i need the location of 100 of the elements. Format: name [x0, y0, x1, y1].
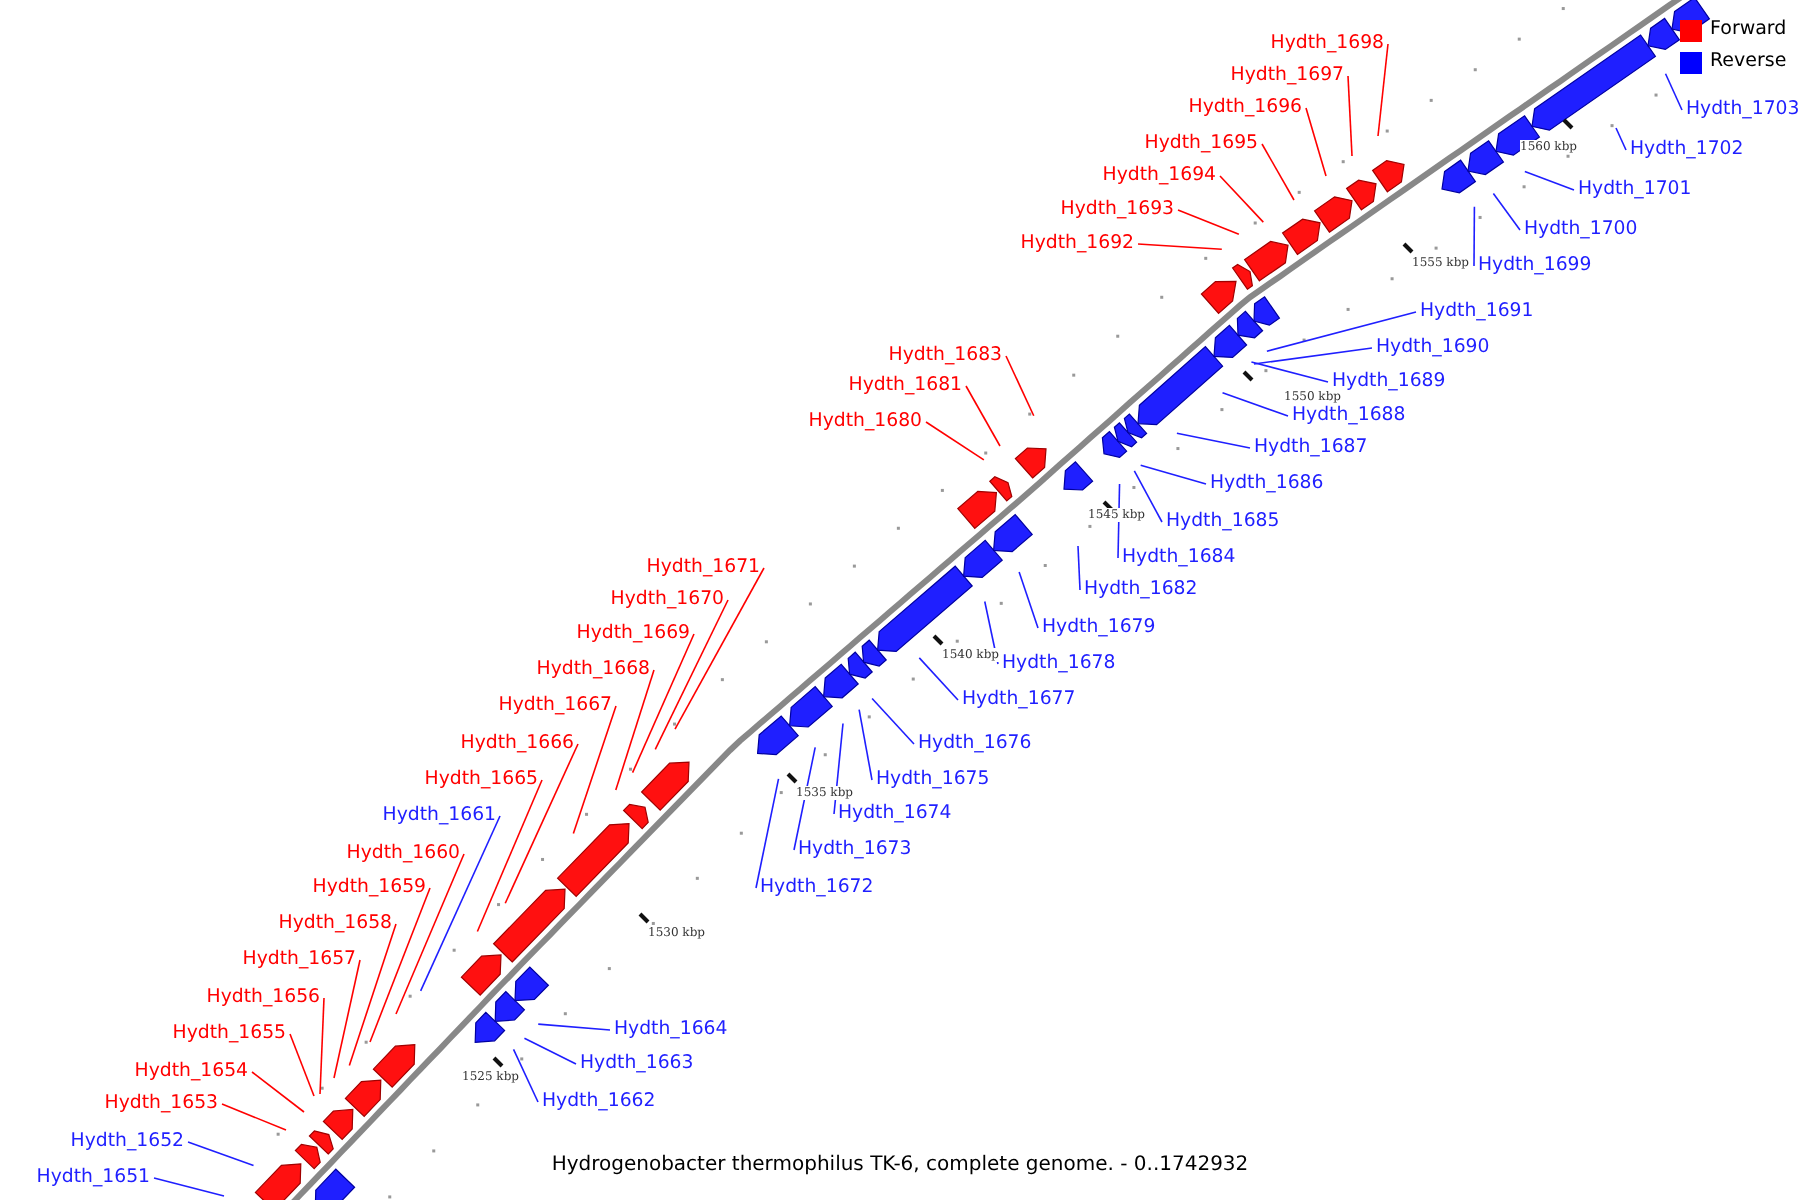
gene-label: Hydth_1671 [646, 556, 760, 580]
leader-line [289, 1033, 315, 1097]
leader-line [1615, 127, 1627, 151]
leader-line [523, 1037, 577, 1065]
leader-line [153, 1177, 225, 1197]
leader-line [674, 567, 765, 730]
leader-line [1177, 209, 1240, 235]
gene-label: Hydth_1693 [1060, 198, 1174, 222]
gene-label: Hydth_1686 [1210, 472, 1324, 496]
gene-label: Hydth_1688 [1292, 404, 1406, 428]
gene-label: Hydth_1694 [1102, 164, 1216, 188]
gene-label: Hydth_1691 [1420, 300, 1534, 324]
gene-label: Hydth_1657 [242, 948, 356, 972]
gene-label: Hydth_1667 [498, 694, 612, 718]
gene-label: Hydth_1679 [1042, 616, 1156, 640]
gene-label: Hydth_1703 [1686, 98, 1800, 122]
gene-label: Hydth_1656 [206, 986, 320, 1010]
gene-label: Hydth_1700 [1524, 218, 1638, 242]
leader-line [918, 657, 959, 701]
caption: Hydrogenobacter thermophilus TK-6, complete genome. - 0..1742932 [549, 1154, 1251, 1176]
leader-line [654, 599, 729, 751]
gene-label: Hydth_1653 [104, 1092, 218, 1116]
leader-line [1253, 347, 1373, 365]
leader-line [1139, 464, 1207, 485]
gene-label: Hydth_1684 [1122, 546, 1236, 570]
leader-line [1261, 143, 1295, 201]
leader-line [925, 421, 985, 461]
leader-line [1133, 470, 1163, 523]
leader-line [1664, 72, 1683, 111]
gene-label: Hydth_1692 [1020, 232, 1134, 256]
gene-label: Hydth_1652 [70, 1130, 184, 1154]
gene-label: Hydth_1654 [134, 1060, 248, 1084]
leader-line [1377, 43, 1389, 137]
leader-line [319, 997, 325, 1095]
gene-label: Hydth_1668 [536, 658, 650, 682]
leader-line [348, 923, 397, 1067]
gene-label: Hydth_1689 [1332, 370, 1446, 394]
leader-line [504, 743, 579, 905]
leader-line [858, 708, 873, 781]
gene-label: Hydth_1690 [1376, 336, 1490, 360]
gene-label: Hydth_1662 [542, 1090, 656, 1114]
gene-label: Hydth_1666 [460, 732, 574, 756]
gene-label: Hydth_1674 [838, 802, 952, 826]
leader-line [1266, 311, 1417, 353]
leader-line [1005, 355, 1035, 417]
leader-line [395, 853, 465, 1015]
gene-label: Hydth_1697 [1230, 64, 1344, 88]
leader-line [615, 669, 655, 791]
gene-label: Hydth_1665 [424, 768, 538, 792]
gene-label: Hydth_1683 [888, 344, 1002, 368]
gene-label: Hydth_1699 [1478, 254, 1592, 278]
leader-line [1077, 545, 1081, 591]
leader-line [1219, 175, 1265, 223]
gene-label: Hydth_1677 [962, 688, 1076, 712]
gene-label: Hydth_1676 [918, 732, 1032, 756]
leader-line [512, 1048, 539, 1103]
gene-label: Hydth_1669 [576, 622, 690, 646]
leader-line [369, 887, 431, 1043]
leader-line [965, 385, 1001, 447]
leader-line [871, 697, 915, 745]
gene-label: Hydth_1695 [1144, 132, 1258, 156]
leader-line [572, 705, 617, 835]
legend-label: Reverse [1710, 50, 1787, 74]
leader-line [333, 959, 361, 1079]
gene-label: Hydth_1659 [312, 876, 426, 900]
gene-label: Hydth_1672 [760, 876, 874, 900]
gene-label: Hydth_1696 [1188, 96, 1302, 120]
gene-label: Hydth_1670 [610, 588, 724, 612]
gene-label: Hydth_1651 [36, 1166, 150, 1190]
leader-line [1221, 392, 1289, 417]
leader-line [1524, 170, 1575, 191]
leader-line [1176, 432, 1251, 449]
gene-label: Hydth_1687 [1254, 436, 1368, 460]
leader-line [755, 778, 780, 889]
gene-label: Hydth_1660 [346, 842, 460, 866]
leader-line [1347, 75, 1353, 157]
gene-label: Hydth_1658 [278, 912, 392, 936]
leader-line [221, 1103, 287, 1131]
gene-label: Hydth_1664 [614, 1018, 728, 1042]
leader-line [1018, 571, 1039, 629]
gene-label: Hydth_1673 [798, 838, 912, 862]
leader-line [1473, 205, 1476, 267]
gene-label: Hydth_1661 [382, 804, 496, 828]
leader-line [1492, 192, 1521, 231]
gene-label: Hydth_1685 [1166, 510, 1280, 534]
leader-line [1137, 243, 1223, 251]
leader-line [631, 633, 695, 774]
gene-label: Hydth_1681 [848, 374, 962, 398]
gene-label: Hydth_1675 [876, 768, 990, 792]
gene-label: Hydth_1655 [172, 1022, 286, 1046]
leader-line [537, 1023, 611, 1031]
leader-line [476, 779, 543, 933]
gene-label: Hydth_1701 [1578, 178, 1692, 202]
leader-line [833, 722, 844, 815]
gene-label: Hydth_1698 [1270, 32, 1384, 56]
leader-line [1250, 361, 1329, 383]
legend-label: Forward [1710, 18, 1787, 42]
leader-line [187, 1141, 255, 1167]
gene-label: Hydth_1678 [1002, 652, 1116, 676]
leader-line [1305, 107, 1327, 177]
